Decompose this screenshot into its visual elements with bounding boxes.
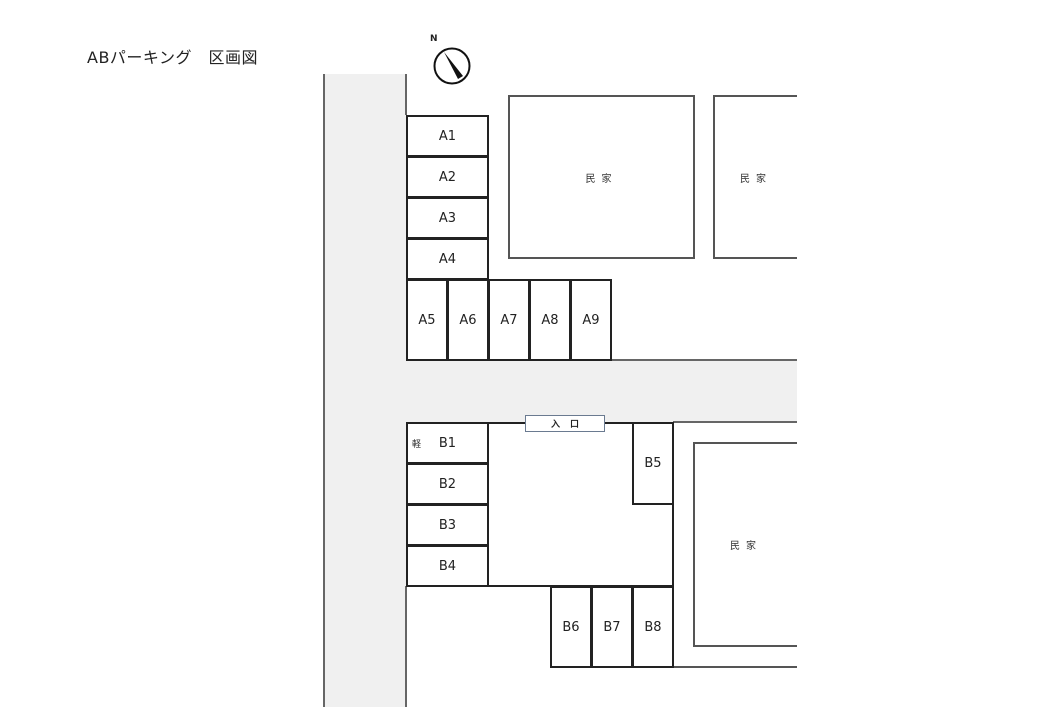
road-edge-right-bottom bbox=[405, 586, 407, 707]
space-a6[interactable]: A6 bbox=[447, 279, 489, 361]
space-label: A9 bbox=[582, 312, 600, 328]
entrance-label: 入口 bbox=[550, 420, 589, 430]
house-1: 民家 bbox=[508, 95, 695, 259]
space-label: A1 bbox=[438, 128, 457, 144]
house-label: 民家 bbox=[585, 173, 618, 185]
compass: N bbox=[428, 34, 474, 86]
space-b2[interactable]: B2 bbox=[406, 463, 489, 505]
space-b7[interactable]: B7 bbox=[591, 586, 633, 668]
space-b8[interactable]: B8 bbox=[632, 586, 674, 668]
road-edge-lower bbox=[673, 421, 797, 423]
road-edge-left bbox=[323, 74, 325, 707]
space-label: B8 bbox=[644, 619, 662, 635]
house-label: 民家 bbox=[740, 173, 772, 185]
space-label: B3 bbox=[438, 517, 457, 533]
compass-north-label: N bbox=[430, 34, 438, 44]
space-label: A5 bbox=[418, 312, 436, 328]
space-a9[interactable]: A9 bbox=[570, 279, 612, 361]
entrance-sign: 入口 bbox=[525, 415, 605, 432]
page-title: ABパーキング 区画図 bbox=[87, 48, 258, 67]
space-b6[interactable]: B6 bbox=[550, 586, 592, 668]
space-b1[interactable]: 軽 B1 bbox=[406, 422, 489, 464]
space-label: B1 bbox=[438, 435, 457, 451]
compass-needle-icon bbox=[433, 47, 471, 85]
space-b3[interactable]: B3 bbox=[406, 504, 489, 546]
space-label: B4 bbox=[438, 558, 457, 574]
space-label: A3 bbox=[438, 210, 457, 226]
space-a3[interactable]: A3 bbox=[406, 197, 489, 239]
space-label: B6 bbox=[562, 619, 580, 635]
road-horizontal bbox=[406, 360, 797, 422]
space-a5[interactable]: A5 bbox=[406, 279, 448, 361]
space-label: A2 bbox=[438, 169, 457, 185]
space-a2[interactable]: A2 bbox=[406, 156, 489, 198]
space-b5[interactable]: B5 bbox=[632, 422, 674, 505]
space-b4[interactable]: B4 bbox=[406, 545, 489, 587]
space-a7[interactable]: A7 bbox=[488, 279, 530, 361]
space-label: A4 bbox=[438, 251, 457, 267]
house-2: 民家 bbox=[713, 95, 797, 259]
kei-note: 軽 bbox=[412, 439, 422, 450]
space-label: A8 bbox=[541, 312, 559, 328]
space-label: B2 bbox=[438, 476, 457, 492]
road-edge-right-top bbox=[405, 74, 407, 115]
road-edge-upper bbox=[611, 359, 797, 361]
road-vertical bbox=[323, 74, 406, 707]
space-label: A6 bbox=[459, 312, 477, 328]
space-a8[interactable]: A8 bbox=[529, 279, 571, 361]
space-label: B5 bbox=[644, 456, 662, 471]
house-3: 民家 bbox=[693, 442, 797, 647]
space-label: B7 bbox=[603, 619, 621, 635]
space-a4[interactable]: A4 bbox=[406, 238, 489, 280]
space-a1[interactable]: A1 bbox=[406, 115, 489, 157]
boundary-line bbox=[673, 666, 797, 668]
house-label: 民家 bbox=[730, 541, 762, 552]
space-label: A7 bbox=[500, 312, 518, 328]
